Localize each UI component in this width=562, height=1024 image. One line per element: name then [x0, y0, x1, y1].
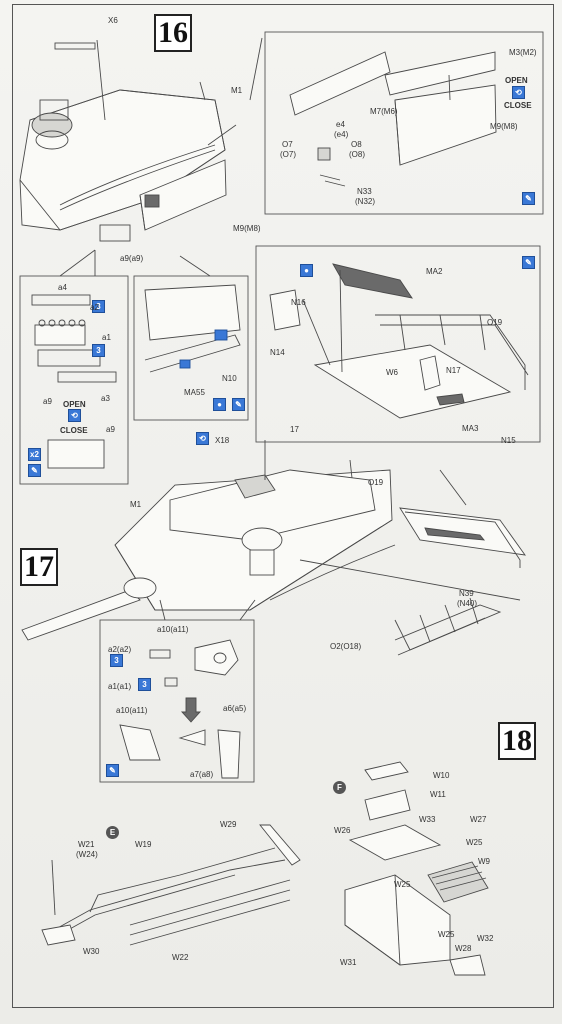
open-label-1: OPEN	[505, 76, 528, 85]
stowage-basket-detail-16	[255, 245, 541, 443]
close-label-1: CLOSE	[504, 101, 532, 110]
part-label: a1	[102, 333, 111, 342]
part-label: W32	[477, 934, 494, 943]
part-label: (e4)	[334, 130, 349, 139]
part-label: W25	[438, 930, 455, 939]
part-label: N33	[357, 187, 372, 196]
part-label: (W24)	[76, 850, 98, 859]
part-label: a7(a8)	[190, 770, 214, 779]
part-label: N15	[501, 436, 516, 445]
part-label: W10	[433, 771, 450, 780]
part-label: MA55	[184, 388, 205, 397]
step-number-18: 18	[498, 722, 536, 760]
part-label: (N32)	[355, 197, 376, 206]
glue-icon: ✎	[232, 398, 245, 411]
part-label: W31	[340, 958, 357, 967]
part-label: a10(a11)	[116, 706, 148, 715]
step-number-17: 17	[20, 548, 58, 586]
part-label: e4	[336, 120, 345, 129]
part-label: (O7)	[280, 150, 296, 159]
part-label: N39	[459, 589, 474, 598]
part-label: a9	[106, 425, 115, 434]
part-label: a1(a1)	[108, 682, 132, 691]
step-number-16: 16	[154, 14, 192, 52]
part-label: O8	[351, 140, 362, 149]
part-label: W9	[478, 857, 490, 866]
part-label: a9	[43, 397, 52, 406]
subassembly-f-marker: F	[333, 781, 346, 794]
subassembly-e-marker: E	[106, 826, 119, 839]
storage-box-assembly-f	[344, 761, 489, 976]
side-skirt-detail-16	[264, 31, 544, 215]
part-label: M7(M6)	[370, 107, 398, 116]
smoke-launcher-detail-16	[19, 249, 129, 485]
tank-drawing-17	[21, 440, 526, 656]
part-label: M1	[130, 500, 142, 509]
part-label: O19	[368, 478, 384, 487]
part-label: a10(a11)	[157, 625, 189, 634]
part-label: W6	[386, 368, 398, 377]
repeat-icon: 3	[92, 344, 105, 357]
open-label-2: OPEN	[63, 400, 86, 409]
repeat-x2-icon: x2	[28, 448, 41, 461]
part-label: W25	[394, 880, 411, 889]
hull-side-detail-16	[133, 255, 249, 421]
part-label: W33	[419, 815, 436, 824]
part-label: N16	[291, 298, 306, 307]
open-close-icon: ⟲	[512, 86, 525, 99]
hull-drawing-16	[19, 37, 263, 242]
drill-icon: ●	[300, 264, 313, 277]
repeat-count: X18	[215, 436, 230, 445]
part-label: W26	[334, 826, 351, 835]
page-border	[12, 4, 554, 1008]
glue-icon: ✎	[522, 256, 535, 269]
open-close-icon: ⟲	[68, 409, 81, 422]
part-label: X6	[108, 16, 118, 25]
glue-icon: ✎	[28, 464, 41, 477]
part-label: N17	[446, 366, 461, 375]
part-label: MA2	[426, 267, 443, 276]
part-label: M9(M8)	[490, 122, 518, 131]
repeat-icon: 3	[138, 678, 151, 691]
part-label: MA3	[462, 424, 479, 433]
part-label: W11	[430, 790, 446, 799]
part-label: a3	[101, 394, 110, 403]
part-label: (N40)	[457, 599, 478, 608]
part-label: a4	[58, 283, 67, 292]
part-label: (O8)	[349, 150, 365, 159]
drill-icon: ●	[213, 398, 226, 411]
part-label: W27	[470, 815, 487, 824]
part-label: W21	[78, 840, 95, 849]
part-label: W28	[455, 944, 472, 953]
step-reference: 17	[290, 425, 299, 434]
part-label: W30	[83, 947, 100, 956]
part-label: O7	[282, 140, 293, 149]
part-label: O2(O18)	[330, 642, 362, 651]
open-close-icon: ⟲	[196, 432, 209, 445]
bracket-assembly-e	[41, 824, 301, 946]
part-label: W25	[466, 838, 483, 847]
part-label: a2	[90, 303, 99, 312]
repeat-icon: 3	[92, 300, 105, 313]
part-label: a6(a5)	[223, 704, 247, 713]
close-label-2: CLOSE	[60, 426, 88, 435]
part-label: M9(M8)	[233, 224, 261, 233]
part-label: a2(a2)	[108, 645, 132, 654]
part-label: a9(a9)	[120, 254, 144, 263]
part-label: W29	[220, 820, 237, 829]
glue-icon: ✎	[522, 192, 535, 205]
repeat-icon: 3	[110, 654, 123, 667]
part-label: N10	[222, 374, 237, 383]
glue-icon: ✎	[106, 764, 119, 777]
part-label: M1	[231, 86, 243, 95]
part-label: W19	[135, 840, 152, 849]
part-label: M3(M2)	[509, 48, 537, 57]
smoke-grenade-detail-17	[99, 599, 256, 783]
part-label: N14	[270, 348, 285, 357]
part-label: O19	[487, 318, 503, 327]
part-label: W22	[172, 953, 189, 962]
